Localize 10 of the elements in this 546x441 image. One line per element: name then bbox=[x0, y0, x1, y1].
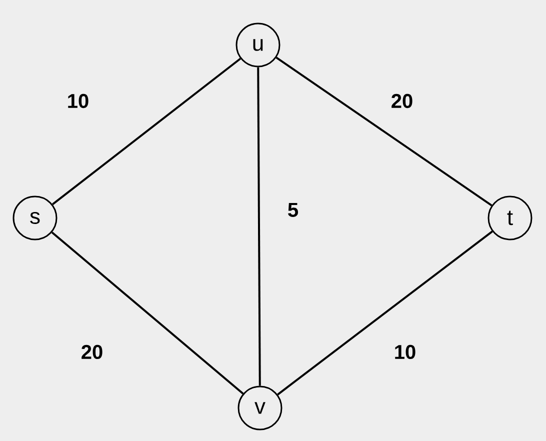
edge-label: 10 bbox=[66, 92, 90, 110]
edge-line bbox=[51, 232, 244, 394]
edge-line bbox=[277, 230, 493, 396]
edge-label: 10 bbox=[392, 344, 418, 360]
edge-line bbox=[276, 56, 492, 206]
edge-line bbox=[257, 67, 261, 386]
edge-label: 5 bbox=[286, 202, 300, 218]
edge-label: 20 bbox=[390, 92, 414, 110]
edge-line bbox=[52, 58, 242, 206]
edge-label: 20 bbox=[80, 344, 104, 360]
